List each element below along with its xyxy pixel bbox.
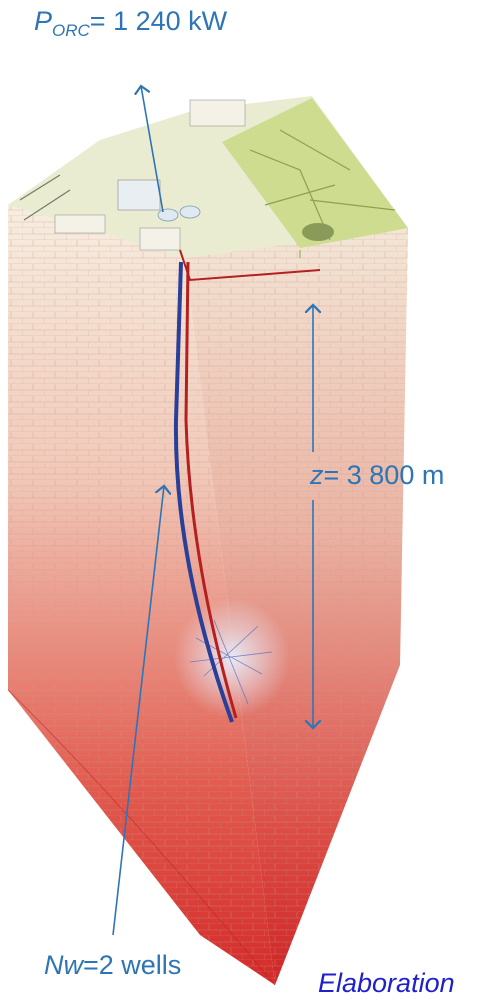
elaboration-caption: Elaboration	[318, 968, 455, 999]
orc-power-label: PORC= 1 240 kW	[34, 6, 227, 41]
power-symbol: P	[34, 6, 52, 36]
wells-value: =2 wells	[83, 950, 181, 980]
depth-label: z= 3 800 m	[310, 460, 444, 491]
wells-count-label: Nw=2 wells	[44, 950, 181, 981]
power-subscript: ORC	[52, 21, 90, 40]
depth-value: = 3 800 m	[324, 460, 445, 490]
wells-symbol: Nw	[44, 950, 83, 980]
power-value: = 1 240 kW	[90, 6, 227, 36]
depth-symbol: z	[310, 460, 324, 490]
